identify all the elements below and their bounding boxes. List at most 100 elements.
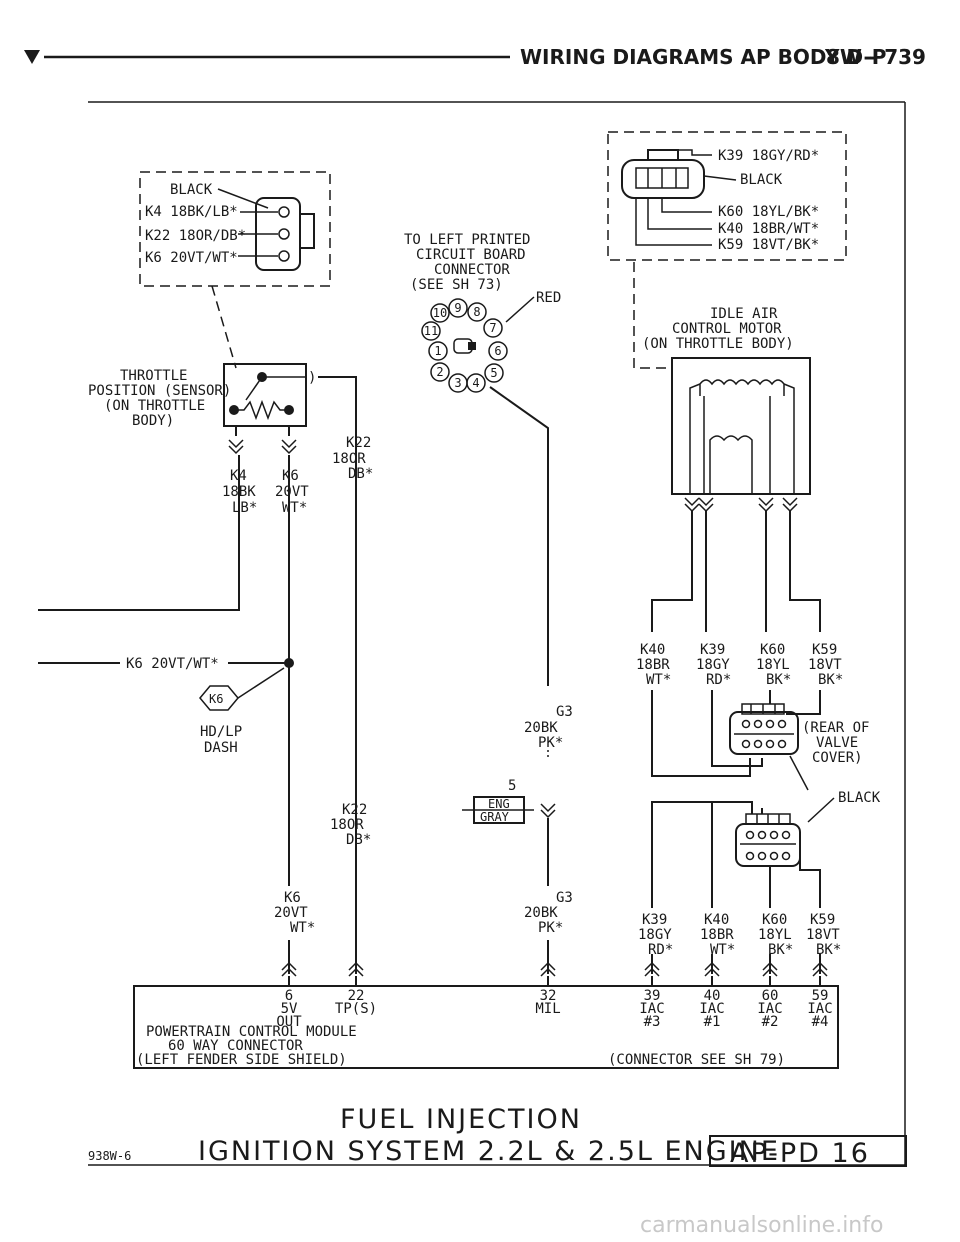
k22-lower-line3: DB*	[346, 832, 371, 848]
upper-wire-color: BK*	[818, 672, 843, 688]
pcm-pin-text: 39	[644, 988, 661, 1004]
iac-connector-color: BLACK	[740, 172, 783, 188]
tps-connector-color: BLACK	[170, 182, 213, 198]
k4-line3: LB*	[232, 500, 257, 516]
pcm-pin-text: #2	[762, 1014, 779, 1030]
footer-line2: IGNITION SYSTEM 2.2L & 2.5L ENGINE	[198, 1136, 780, 1167]
pcm-pin-text: 6	[285, 988, 293, 1004]
round-pin-circle	[467, 302, 487, 322]
eng-label-line2: GRAY	[480, 810, 510, 824]
lower-wire-code: K60	[762, 912, 787, 928]
rear-valve-connector: (REAR OF VALVE COVER)	[729, 703, 869, 791]
k6-lower-line2: 20VT	[274, 905, 308, 921]
round-pin-circle	[430, 362, 450, 382]
round-pin-circle	[488, 341, 508, 361]
g3-upper-line3: PK*	[538, 735, 563, 751]
pcm-pin-text: 40	[704, 988, 721, 1004]
upper-wire-code: K60	[760, 642, 785, 658]
upper-wire-code: K40	[640, 642, 665, 658]
round-pin-6: 6	[494, 344, 501, 358]
tps-label-line1: THROTTLE	[120, 368, 187, 384]
round-pin-10: 10	[433, 306, 447, 320]
tps-label-line3: (ON THROTTLE	[104, 398, 205, 414]
iac-motor-line2: CONTROL MOTOR	[672, 321, 782, 337]
round-connector-color: RED	[536, 290, 561, 306]
pcm-entry-chevrons	[281, 961, 828, 986]
iac-wire-k40: K40 18BR/WT*	[718, 221, 819, 237]
k6-tps-line1: K6	[282, 468, 299, 484]
g3-upper-line2: 20BK	[524, 720, 558, 736]
pcm-pin-text: #3	[644, 1014, 661, 1030]
pcm-pin-text: IAC	[699, 1001, 724, 1017]
lower-wire-code: K40	[704, 912, 729, 928]
pcb-note-line4: (SEE SH 73)	[410, 277, 503, 293]
diagram-footer: FUEL INJECTION 938W-6 IGNITION SYSTEM 2.…	[88, 1104, 907, 1169]
lower-wire-color: RD*	[648, 942, 673, 958]
header-triangle-icon	[24, 50, 40, 64]
lower-wire-gauge: 18YL	[758, 927, 792, 943]
k22-upper-line2: 18OR	[332, 451, 366, 467]
figure-id: 938W-6	[88, 1149, 131, 1163]
round-pin-3: 3	[454, 376, 461, 390]
iac-wire-k60: K60 18YL/BK*	[718, 204, 819, 220]
splice-id: K6	[209, 692, 223, 706]
iac-connector: K39 18GY/RD* BLACK K60 18YL/BK* K40 18BR…	[607, 131, 847, 261]
round-pin-circle	[428, 341, 448, 361]
pcm-pin-text: 59	[812, 988, 829, 1004]
eng-gray-connector: 5 ENG GRAY	[462, 778, 556, 824]
pcm-pin-text: OUT	[276, 1014, 302, 1030]
upper-wire-code: K39	[700, 642, 725, 658]
splice-location-line2: DASH	[204, 740, 238, 756]
pcm-pin-text: TP(S)	[335, 1001, 377, 1017]
round-pin-1: 1	[434, 344, 441, 358]
header-title: WIRING DIAGRAMS AP BODY D-P	[520, 45, 886, 69]
pcm-pin-text: 5V	[281, 1001, 298, 1017]
pcm-pin-text: 60	[762, 988, 779, 1004]
footer-line1: FUEL INJECTION	[340, 1104, 582, 1135]
pcm-pin-text: 22	[348, 988, 365, 1004]
pcm-line3: (LEFT FENDER SIDE SHIELD)	[136, 1052, 347, 1068]
splice-k6: K6 HD/LP DASH	[199, 667, 285, 756]
g3-upper-line1: G3	[556, 704, 573, 720]
pcm-connector-note: (CONNECTOR SEE SH 79)	[608, 1052, 785, 1068]
pcm-line1: POWERTRAIN CONTROL MODULE	[146, 1024, 357, 1040]
upper-wire-color: BK*	[766, 672, 791, 688]
pcm-pin-text: #4	[812, 1014, 829, 1030]
tps-wire-k22: K22 18OR/DB*	[145, 228, 246, 244]
eng-connector-pin: 5	[508, 778, 516, 794]
upper-wire-gauge: 18YL	[756, 657, 790, 673]
iac-wire-k59: K59 18VT/BK*	[718, 237, 819, 253]
tps-label-line2: POSITION (SENSOR)	[88, 383, 231, 399]
pcm-pin-text: IAC	[757, 1001, 782, 1017]
upper-wire-gauge: 18BR	[636, 657, 670, 673]
pcm-pin-text: #1	[704, 1014, 721, 1030]
round-pin-8: 8	[473, 305, 480, 319]
g3-lower-line1: G3	[556, 890, 573, 906]
upper-wire-gauge: 18VT	[808, 657, 842, 673]
iac-motor-line1: IDLE AIR	[710, 306, 778, 322]
idle-air-control-motor: IDLE AIR CONTROL MOTOR (ON THROTTLE BODY…	[642, 306, 811, 495]
upper-wire-gauge: 18GY	[696, 657, 730, 673]
k22-lower-line2: 18OR	[330, 817, 364, 833]
pcm-line2: 60 WAY CONNECTOR	[168, 1038, 303, 1054]
g3-lower-line2: 20BK	[524, 905, 558, 921]
tps-wire-k4: K4 18BK/LB*	[145, 204, 238, 220]
k6-lower-line3: WT*	[290, 920, 315, 936]
lower-wire-color: BK*	[768, 942, 793, 958]
lower-wire-gauge: 18GY	[638, 927, 672, 943]
eng-label-line1: ENG	[488, 797, 510, 811]
round-pin-circle	[466, 373, 486, 393]
lower-wire-color: BK*	[816, 942, 841, 958]
pcm-pin-text: IAC	[639, 1001, 664, 1017]
throttle-position-sensor: THROTTLE POSITION (SENSOR) (ON THROTTLE …	[88, 363, 357, 630]
lower-wire-gauge: 18VT	[806, 927, 840, 943]
pcm-pin-text: MIL	[535, 1001, 560, 1017]
k6-tps-line2: 20VT	[275, 484, 309, 500]
round-pin-9: 9	[454, 301, 461, 315]
pcb-note-line3: CONNECTOR	[434, 262, 510, 278]
header-page-number: 8W - 739	[826, 45, 926, 69]
